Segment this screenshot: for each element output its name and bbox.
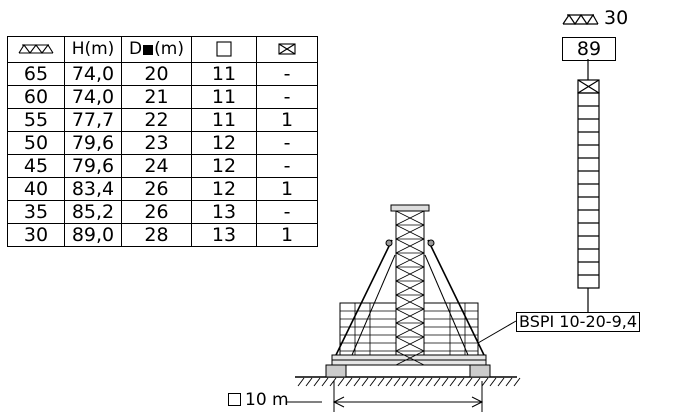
table-cell: 13 bbox=[191, 223, 257, 247]
jib-truss-icon bbox=[18, 44, 54, 54]
table-cell: 55 bbox=[7, 108, 65, 132]
table-cell: 65 bbox=[7, 62, 65, 86]
tower-section-square-icon bbox=[143, 45, 154, 55]
table-cell: 40 bbox=[7, 177, 65, 201]
table-cell: - bbox=[256, 154, 318, 178]
square-base-icon bbox=[228, 393, 241, 406]
table-cell: 11 bbox=[191, 85, 257, 109]
table-cell: 83,4 bbox=[64, 177, 122, 201]
table-cell: 74,0 bbox=[64, 85, 122, 109]
table-cell: 11 bbox=[191, 62, 257, 86]
tie-frame-icon bbox=[278, 43, 296, 55]
table-cell: 60 bbox=[7, 85, 65, 109]
model-label-box: BSPI 10-20-9,4 bbox=[516, 312, 641, 332]
table-cell: 35 bbox=[7, 200, 65, 224]
table-cell: 79,6 bbox=[64, 154, 122, 178]
tower-section-square-icon bbox=[216, 41, 232, 57]
table-cell: 22 bbox=[121, 108, 192, 132]
table-cell: 11 bbox=[191, 108, 257, 132]
table-cell: 1 bbox=[256, 177, 318, 201]
jib-length-header bbox=[7, 36, 65, 63]
distance-header: D(m) bbox=[121, 36, 192, 63]
table-cell: 1 bbox=[256, 223, 318, 247]
table-cell: 23 bbox=[121, 131, 192, 155]
table-cell: - bbox=[256, 62, 318, 86]
table-cell: 12 bbox=[191, 154, 257, 178]
mast-elevation bbox=[577, 59, 600, 312]
table-cell: 28 bbox=[121, 223, 192, 247]
table-cell: 12 bbox=[191, 177, 257, 201]
table-cell: 26 bbox=[121, 177, 192, 201]
table-cell: 50 bbox=[7, 131, 65, 155]
height-header: H(m) bbox=[64, 36, 122, 63]
base-width-label: 10 m bbox=[228, 392, 289, 409]
table-cell: 30 bbox=[7, 223, 65, 247]
height-value-box: 89 bbox=[562, 37, 616, 61]
table-cell: 89,0 bbox=[64, 223, 122, 247]
table-cell: 26 bbox=[121, 200, 192, 224]
table-cell: 13 bbox=[191, 200, 257, 224]
table-header-row: H(m) D(m) bbox=[7, 36, 318, 63]
table-cell: - bbox=[256, 131, 318, 155]
table-cell: 74,0 bbox=[64, 62, 122, 86]
table-cell: 45 bbox=[7, 154, 65, 178]
crane-base-drawing bbox=[286, 204, 521, 412]
table-cell: 24 bbox=[121, 154, 192, 178]
table-cell: 20 bbox=[121, 62, 192, 86]
table-cell: 1 bbox=[256, 108, 318, 132]
jib-label: 30 bbox=[604, 7, 629, 29]
sections-header bbox=[191, 36, 257, 63]
table-cell: 12 bbox=[191, 131, 257, 155]
jib-truss-icon bbox=[562, 13, 599, 26]
table-cell: 79,6 bbox=[64, 131, 122, 155]
table-cell: - bbox=[256, 200, 318, 224]
table-cell: 21 bbox=[121, 85, 192, 109]
tie-frame-header bbox=[256, 36, 318, 63]
table-cell: 85,2 bbox=[64, 200, 122, 224]
table-cell: 77,7 bbox=[64, 108, 122, 132]
table-cell: - bbox=[256, 85, 318, 109]
